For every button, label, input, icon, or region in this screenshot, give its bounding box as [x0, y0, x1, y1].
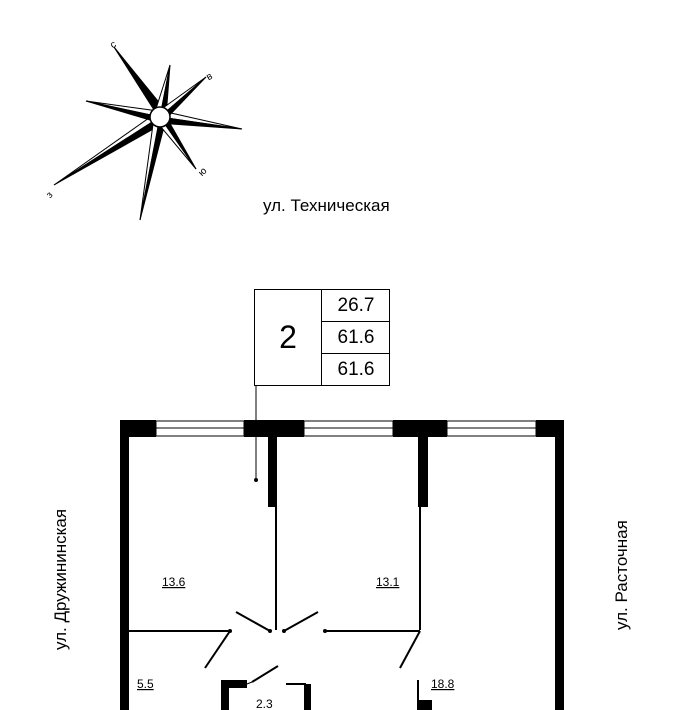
compass-east-label: в: [205, 71, 215, 83]
room-area-label: 5.5: [137, 677, 154, 691]
compass-west-label: з: [44, 189, 55, 200]
window: [155, 420, 537, 437]
outer-wall-left: [120, 420, 129, 710]
apartment-value-total: 61.6: [322, 322, 390, 354]
compass-north-label: с: [109, 39, 119, 51]
apartment-rooms-count: 2: [279, 319, 297, 355]
room-area-label: 2.3: [256, 697, 273, 710]
compass-rose: с в ю з: [44, 39, 243, 221]
apartment-value-living: 26.7: [322, 290, 390, 322]
apartment-info-box: 2 26.7 61.6 61.6: [254, 289, 390, 386]
apartment-values-table: 26.7 61.6 61.6: [321, 290, 390, 385]
street-label-top: ул. Техническая: [263, 196, 390, 215]
room-area-label: 13.1: [376, 575, 400, 589]
apartment-value-total-balcony: 61.6: [337, 358, 375, 380]
outer-wall-right: [555, 420, 564, 710]
room-area-label: 18.8: [431, 677, 455, 691]
room-area-label: 13.6: [162, 575, 186, 589]
